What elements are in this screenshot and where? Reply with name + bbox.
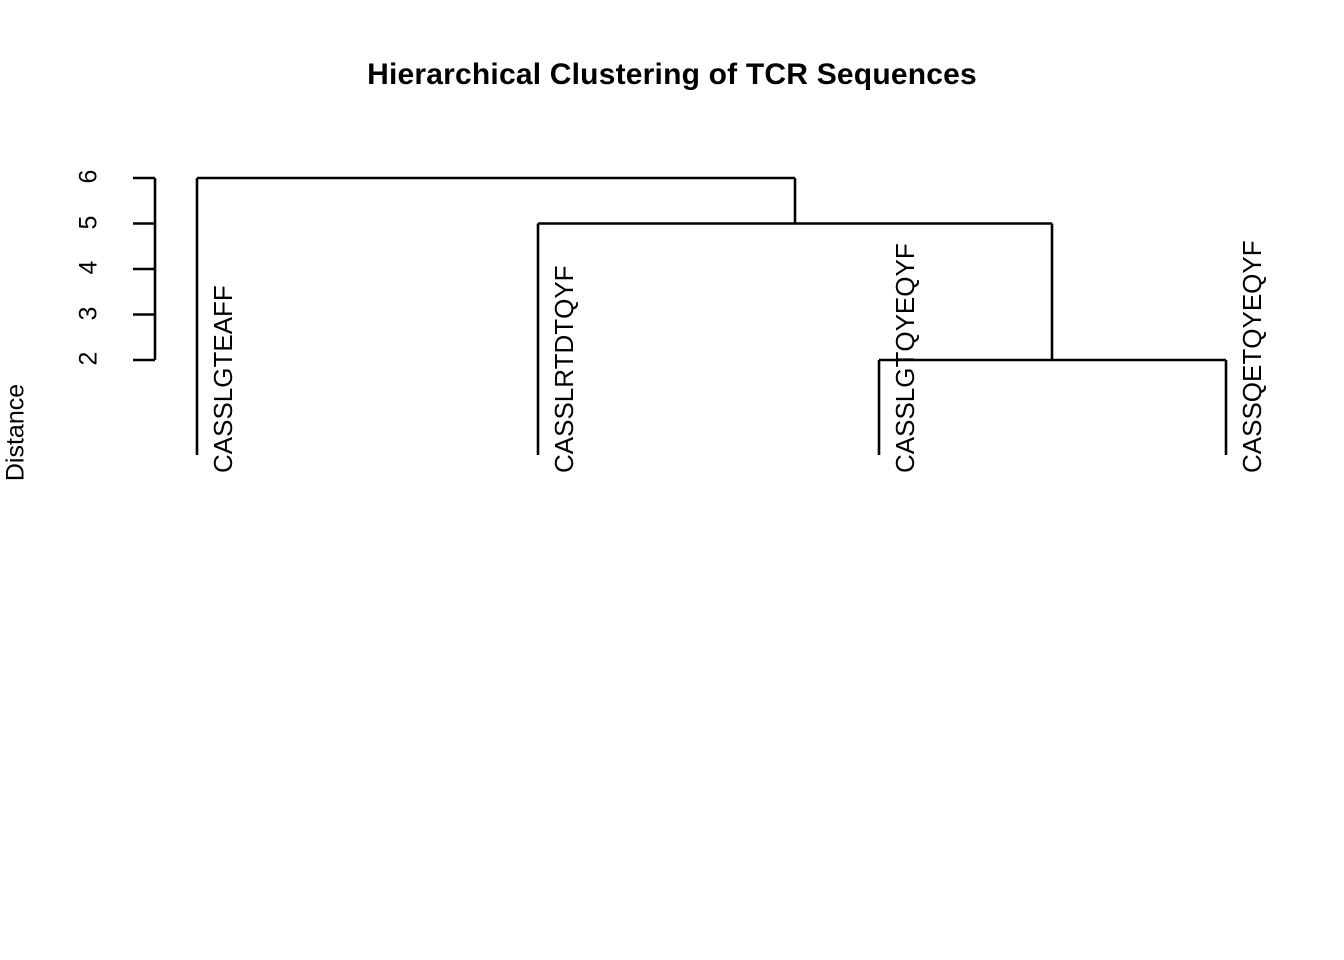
page-title: Hierarchical Clustering of TCR Sequences: [367, 58, 977, 91]
leaf-label: CASSLGTEAFF: [208, 285, 238, 473]
leaf-label: CASSLRTDTQYF: [549, 265, 579, 473]
dendrogram-tree: [195, 176, 1228, 455]
leaf-label: CASSLGTQYEQYF: [890, 243, 920, 473]
leaf-label: CASSQETQYEQYF: [1237, 240, 1267, 473]
y-axis: [133, 176, 157, 362]
